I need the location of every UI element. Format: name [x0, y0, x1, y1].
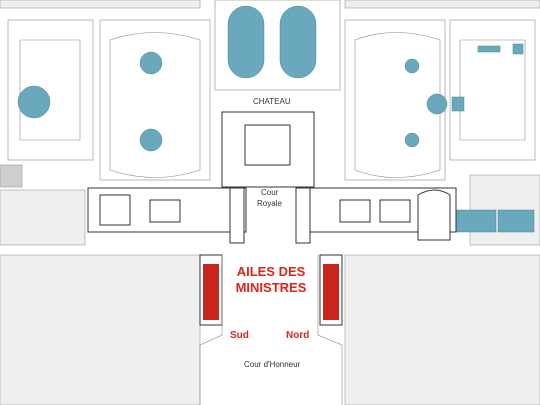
block-left-mid: [0, 189, 86, 246]
block-bottom-left: [0, 254, 201, 405]
parterre-left: [109, 32, 201, 178]
label-cour-royale-2: Royale: [257, 199, 282, 208]
fountain-left-top: [139, 51, 163, 75]
label-ailes-1: AILES DES: [236, 264, 306, 279]
aile-nord-fill: [323, 264, 339, 320]
basin-small-square: [512, 43, 524, 55]
cour-honneur-outline: [199, 255, 343, 405]
basin-north-left: [227, 5, 265, 79]
fountain-left-bottom: [139, 128, 163, 152]
palace-buildings: [87, 111, 457, 244]
block-top-right: [344, 0, 540, 9]
parterre-far-right: [459, 39, 526, 141]
aile-sud-fill: [203, 264, 219, 320]
water-features: [17, 5, 535, 233]
fountain-right-mid: [426, 93, 448, 115]
label-cour-royale-1: Cour: [261, 188, 279, 197]
label-sud: Sud: [230, 330, 249, 341]
south-court-1: [99, 194, 131, 226]
block-bottom-right: [344, 254, 540, 405]
parterre-right: [354, 32, 441, 178]
label-chateau: CHATEAU: [253, 97, 291, 106]
label-nord: Nord: [286, 330, 310, 341]
fountain-far-left: [17, 85, 51, 119]
north-court-1: [339, 199, 371, 223]
block-grey-left: [0, 164, 23, 188]
garden-right-2: [449, 19, 536, 161]
label-ailes-2: MINISTRES: [235, 280, 307, 295]
basin-square-right: [451, 96, 465, 112]
garden-left-1: [7, 19, 94, 161]
fountain-right-bottom: [404, 132, 420, 148]
garden-top-center: [214, 0, 341, 91]
north-court-2: [379, 199, 411, 223]
chapel: [417, 189, 451, 241]
basin-east-left: [455, 209, 497, 233]
chateau-inner: [244, 124, 291, 166]
basin-north-right: [279, 5, 317, 79]
basin-bar-right: [477, 45, 501, 53]
ailes-des-ministres: [199, 254, 343, 326]
south-return: [229, 187, 245, 244]
block-top-left: [0, 0, 201, 9]
south-court-2: [149, 199, 181, 223]
fountain-right-top: [404, 58, 420, 74]
north-return: [295, 187, 311, 244]
garden-left-2: [99, 19, 211, 181]
label-cour-honneur: Cour d'Honneur: [244, 360, 301, 369]
basin-east-right: [497, 209, 535, 233]
